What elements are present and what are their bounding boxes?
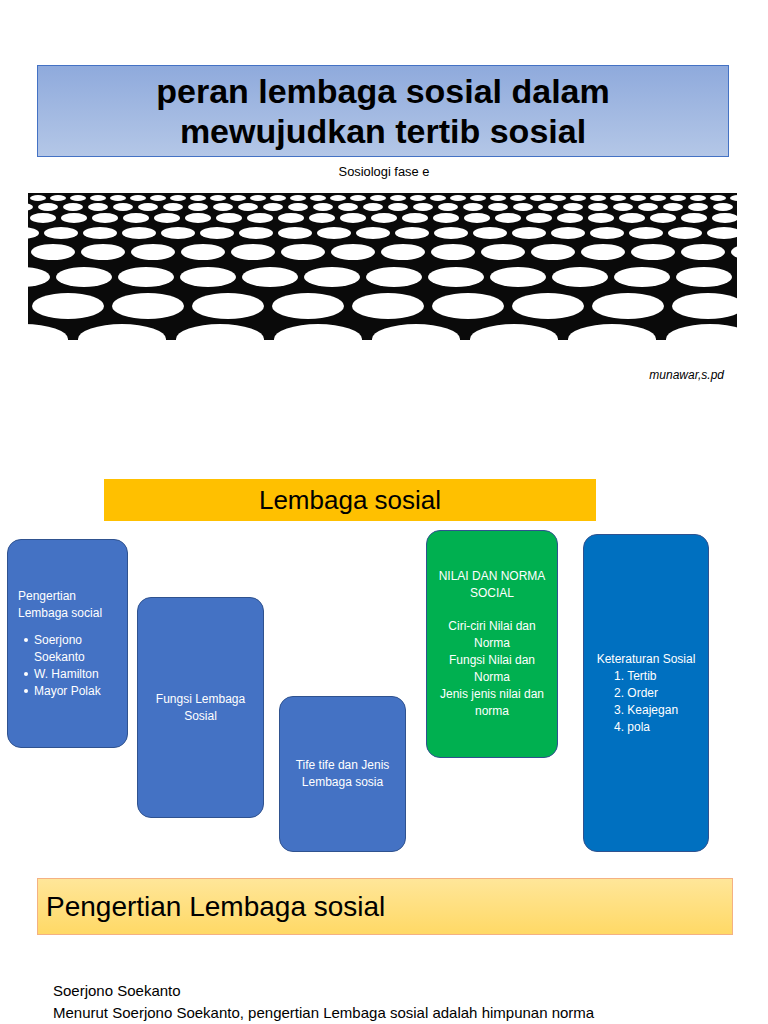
section-band: Lembaga sosial — [104, 479, 596, 521]
author-credit: munawar,s.pd — [649, 366, 724, 384]
box-heading: Pengertian Lembaga sosial — [46, 887, 724, 927]
box-item: 2. Order — [614, 685, 700, 702]
box-item: Soerjono Soekanto — [34, 632, 121, 666]
disc-row — [28, 193, 737, 340]
topic-box: Keteraturan Sosial1. Tertib2. Order3. Ke… — [583, 534, 709, 852]
box-item: W. Hamilton — [34, 666, 121, 683]
topic-box: Tife tife dan Jenis Lembaga sosia — [279, 696, 406, 852]
topic-box: Pengertian Lembaga socialSoerjono Soekan… — [7, 539, 128, 748]
box-item: Jenis jenis nilai dan norma — [433, 686, 551, 720]
topic-box: NILAI DAN NORMA SOCIAL Ciri-ciri Nilai da… — [426, 530, 558, 758]
illustration-ground — [28, 193, 737, 340]
slide-illustration — [28, 193, 737, 340]
disc-row — [28, 193, 737, 340]
box-item: 4. pola — [614, 719, 700, 736]
box-heading: Fungsi Lembaga Sosial — [146, 691, 255, 725]
box-item: Fungsi Nilai dan Norma — [433, 652, 551, 686]
box-heading: NILAI DAN NORMA SOCIAL — [433, 568, 551, 602]
subtitle: Sosiologi fase e — [0, 163, 768, 181]
slide-title: peran lembaga sosial dalam mewujudkan te… — [123, 71, 643, 151]
box-item: Mayor Polak — [34, 683, 121, 700]
disc-row — [28, 193, 737, 340]
box-item: Ciri-ciri Nilai dan Norma — [433, 618, 551, 652]
section-band: Pengertian Lembaga sosial — [37, 878, 733, 935]
bullet-dot — [24, 672, 28, 676]
topic-box: Fungsi Lembaga Sosial — [137, 597, 264, 818]
body-text: Menurut Soerjono Soekanto, pengertian Le… — [53, 1004, 594, 1022]
disc-row — [28, 193, 737, 340]
box-item: 1. Tertib — [614, 668, 700, 685]
bullet-dot — [24, 689, 28, 693]
disc-row — [28, 193, 737, 340]
title-band: peran lembaga sosial dalam mewujudkan te… — [37, 65, 729, 157]
box-heading: Tife tife dan Jenis Lembaga sosia — [288, 757, 397, 791]
box-item: 3. Keajegan — [614, 702, 700, 719]
disc-row — [28, 193, 737, 340]
box-heading: Keteraturan Sosial — [592, 651, 700, 668]
bullet-dot — [24, 638, 28, 642]
box-heading: Lembaga sosial — [115, 482, 585, 519]
disc-row — [28, 193, 737, 340]
body-heading: Soerjono Soekanto — [53, 982, 181, 1000]
box-heading: Pengertian Lembaga social — [18, 588, 121, 622]
disc-row — [28, 193, 737, 340]
